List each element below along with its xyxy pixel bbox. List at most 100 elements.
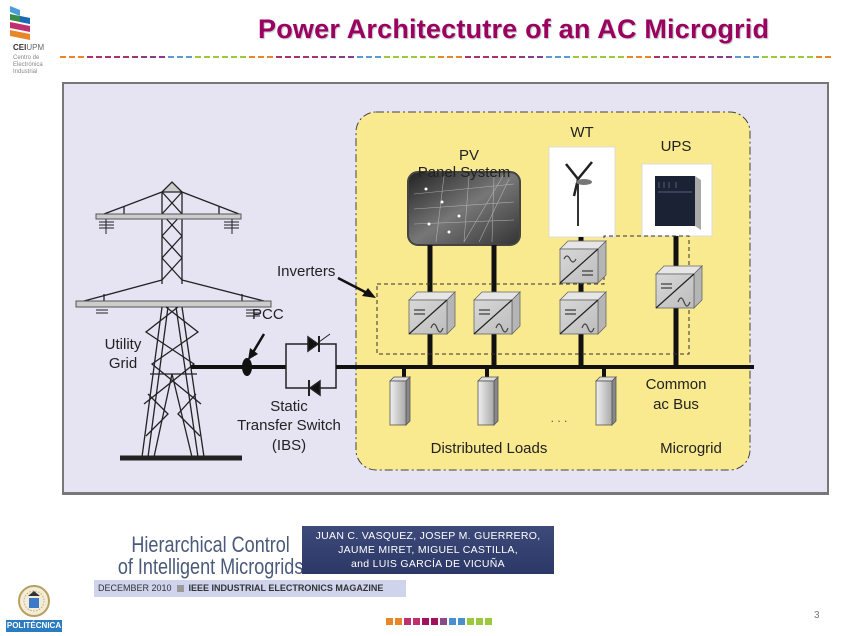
divider-dash bbox=[654, 56, 660, 58]
divider-dash bbox=[420, 56, 426, 58]
paper-title: Hierarchical Control of Intelligent Micr… bbox=[117, 532, 304, 579]
pv-system-label: Panel System bbox=[417, 164, 511, 181]
divider-dash bbox=[456, 56, 462, 58]
university-seal-icon bbox=[18, 585, 50, 617]
divider-dash bbox=[510, 56, 516, 58]
divider-dash bbox=[366, 56, 372, 58]
logo-subtitle: Centro de Electrónica Industrial bbox=[13, 55, 43, 75]
utility-label: Utility bbox=[104, 336, 142, 353]
divider-dash bbox=[492, 56, 498, 58]
divider-dash bbox=[591, 56, 597, 58]
ups-label: UPS bbox=[660, 138, 692, 155]
color-square bbox=[449, 618, 456, 625]
transfer-switch-label: Transfer Switch bbox=[237, 417, 341, 434]
divider-dash bbox=[600, 56, 606, 58]
divider-dash bbox=[303, 56, 309, 58]
divider-dash bbox=[267, 56, 273, 58]
pv-inverter-1-icon bbox=[409, 292, 455, 334]
divider-dash bbox=[114, 56, 120, 58]
pv-panel-icon bbox=[407, 171, 521, 246]
divider-dash bbox=[285, 56, 291, 58]
divider-dash bbox=[771, 56, 777, 58]
wind-turbine-icon bbox=[548, 146, 616, 238]
color-square bbox=[404, 618, 411, 625]
divider-dash bbox=[60, 56, 66, 58]
color-square bbox=[386, 618, 393, 625]
color-square bbox=[413, 618, 420, 625]
divider-dash bbox=[87, 56, 93, 58]
ellipsis-label: . . . bbox=[550, 411, 568, 425]
divider-dash bbox=[231, 56, 237, 58]
load-1-icon bbox=[389, 376, 411, 426]
divider-dash bbox=[753, 56, 759, 58]
ibs-label: (IBS) bbox=[271, 437, 307, 454]
page-number: 3 bbox=[814, 610, 820, 621]
paper-authors: JUAN C. VASQUEZ, JOSEP M. GUERRERO, JAUM… bbox=[302, 526, 554, 574]
divider-dash bbox=[141, 56, 147, 58]
divider-dash bbox=[672, 56, 678, 58]
divider-dash bbox=[618, 56, 624, 58]
divider-dash bbox=[474, 56, 480, 58]
divider-dash bbox=[69, 56, 75, 58]
color-square bbox=[476, 618, 483, 625]
divider-dash bbox=[726, 56, 732, 58]
divider-dash bbox=[258, 56, 264, 58]
pcc-label: PCC bbox=[252, 306, 284, 323]
divider-dash bbox=[96, 56, 102, 58]
color-square bbox=[431, 618, 438, 625]
divider-dash bbox=[690, 56, 696, 58]
ups-icon bbox=[641, 163, 713, 237]
divider-dash bbox=[825, 56, 831, 58]
static-label: Static bbox=[270, 398, 308, 415]
divider-dash bbox=[744, 56, 750, 58]
utility-grid-tower-icon bbox=[75, 181, 272, 461]
logo-brand: CEIUPM bbox=[13, 43, 45, 52]
divider-dash bbox=[438, 56, 444, 58]
issue-date: DECEMBER 2010 bbox=[98, 583, 172, 593]
divider-dash bbox=[501, 56, 507, 58]
divider-dash bbox=[177, 56, 183, 58]
divider-dash bbox=[519, 56, 525, 58]
pcc-arrow bbox=[250, 333, 266, 355]
divider-dash bbox=[393, 56, 399, 58]
divider-dash bbox=[186, 56, 192, 58]
divider-dash bbox=[195, 56, 201, 58]
cei-upm-logo bbox=[6, 4, 66, 84]
upm-seal-logo bbox=[6, 584, 64, 630]
divider-dash bbox=[789, 56, 795, 58]
cei-logo-icon bbox=[10, 6, 30, 40]
divider-dash bbox=[546, 56, 552, 58]
divider-dash bbox=[663, 56, 669, 58]
divider-dash bbox=[150, 56, 156, 58]
divider-dash bbox=[168, 56, 174, 58]
divider-dash bbox=[681, 56, 687, 58]
ac-bus-label: ac Bus bbox=[653, 396, 699, 413]
divider-dash bbox=[249, 56, 255, 58]
divider-dash bbox=[312, 56, 318, 58]
color-square bbox=[485, 618, 492, 625]
divider-dash bbox=[798, 56, 804, 58]
divider-dash bbox=[78, 56, 84, 58]
divider-dash bbox=[348, 56, 354, 58]
divider-dash bbox=[105, 56, 111, 58]
divider-dash bbox=[204, 56, 210, 58]
divider-dash bbox=[465, 56, 471, 58]
divider-dash bbox=[375, 56, 381, 58]
divider-dash bbox=[132, 56, 138, 58]
divider-dash bbox=[564, 56, 570, 58]
microgrid-diagram: PV Panel System WT UPS Inverters PCC Uti… bbox=[62, 82, 829, 495]
divider-dash bbox=[222, 56, 228, 58]
divider-dash bbox=[762, 56, 768, 58]
divider-dash bbox=[780, 56, 786, 58]
divider-dash bbox=[159, 56, 165, 58]
divider-dash bbox=[528, 56, 534, 58]
divider-dash bbox=[573, 56, 579, 58]
divider-dash bbox=[411, 56, 417, 58]
load-2-icon bbox=[477, 376, 499, 426]
divider-dash bbox=[330, 56, 336, 58]
divider-dash bbox=[321, 56, 327, 58]
divider-dash bbox=[807, 56, 813, 58]
pv-label: PV bbox=[458, 147, 479, 164]
university-label: POLITÉCNICA bbox=[6, 620, 62, 632]
divider-dash bbox=[276, 56, 282, 58]
